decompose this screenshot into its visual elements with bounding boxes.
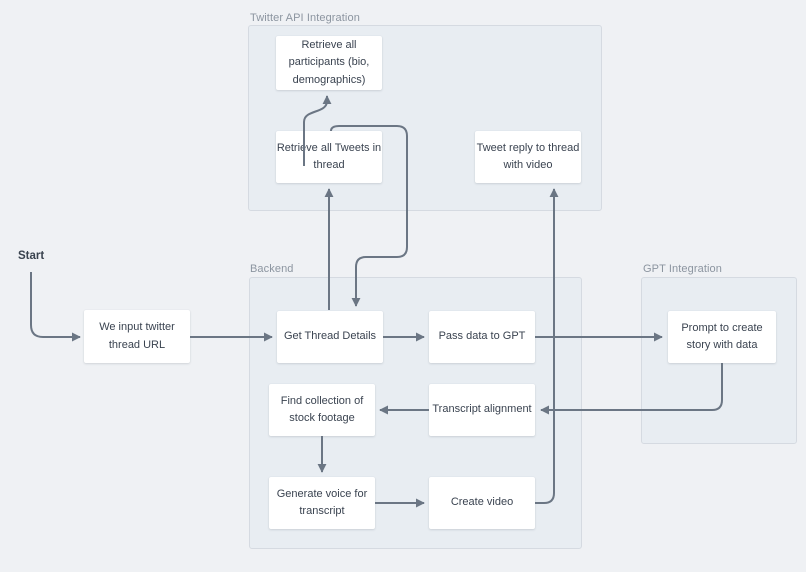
node-transcript-alignment[interactable]: Transcript alignment bbox=[429, 384, 535, 436]
node-input-twitter-url[interactable]: We input twitter thread URL bbox=[84, 310, 190, 363]
container-label-twitter-api-integration: Twitter API Integration bbox=[250, 12, 360, 24]
node-retrieve-participants[interactable]: Retrieve all participants (bio, demograp… bbox=[276, 36, 382, 90]
node-label: Transcript alignment bbox=[432, 403, 532, 416]
node-label: Retrieve all participants (bio, demograp… bbox=[288, 39, 370, 86]
start-label: Start bbox=[18, 250, 45, 262]
node-label: Find collection of stock footage bbox=[280, 394, 364, 424]
node-find-stock-footage[interactable]: Find collection of stock footage bbox=[269, 384, 375, 436]
node-label: Pass data to GPT bbox=[438, 330, 526, 343]
node-label: Tweet reply to thread with video bbox=[476, 141, 580, 171]
node-retrieve-tweets[interactable]: Retrieve all Tweets in thread bbox=[276, 131, 382, 183]
edge-start-to-input-url bbox=[30, 272, 81, 342]
node-pass-data-to-gpt[interactable]: Pass data to GPT bbox=[429, 311, 535, 363]
node-label: We input twitter thread URL bbox=[99, 321, 175, 351]
node-label: Get Thread Details bbox=[283, 330, 377, 343]
node-label: Retrieve all Tweets in thread bbox=[276, 141, 382, 171]
container-label-backend: Backend bbox=[250, 263, 294, 275]
node-generate-voice[interactable]: Generate voice for transcript bbox=[269, 477, 375, 529]
node-tweet-reply[interactable]: Tweet reply to thread with video bbox=[475, 131, 581, 183]
node-get-thread-details[interactable]: Get Thread Details bbox=[277, 311, 383, 363]
node-prompt-create-story[interactable]: Prompt to create story with data bbox=[668, 311, 776, 363]
node-label: Prompt to create story with data bbox=[681, 321, 763, 351]
container-label-gpt-integration: GPT Integration bbox=[643, 263, 722, 275]
node-label: Create video bbox=[450, 496, 514, 509]
node-create-video[interactable]: Create video bbox=[429, 477, 535, 529]
node-label: Generate voice for transcript bbox=[276, 487, 368, 517]
